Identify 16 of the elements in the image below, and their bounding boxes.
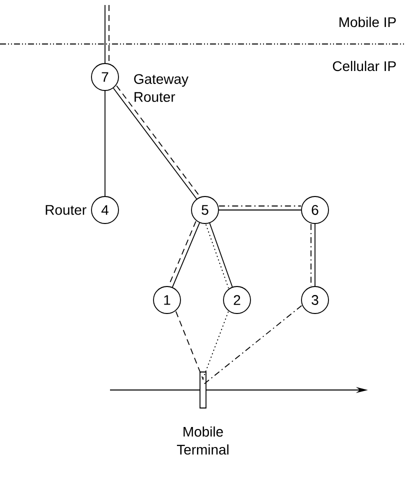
- layer-label: Mobile IP: [340, 16, 396, 28]
- link-line: [204, 305, 302, 385]
- link-line: [209, 222, 233, 288]
- terminal-box: [200, 372, 206, 408]
- link-line: [175, 311, 204, 380]
- link-line: [108, 4, 110, 64]
- link-line: [172, 222, 200, 288]
- node-label: Router: [46, 205, 86, 215]
- layer-label: Cellular IP: [332, 60, 396, 72]
- node-label: Gateway Router: [134, 74, 188, 102]
- link-line: [104, 90, 106, 196]
- link-line: [205, 224, 229, 289]
- link-line: [314, 224, 316, 286]
- link-line: [104, 4, 106, 64]
- link-line: [202, 311, 229, 380]
- node-label: Mobile Terminal: [176, 426, 228, 455]
